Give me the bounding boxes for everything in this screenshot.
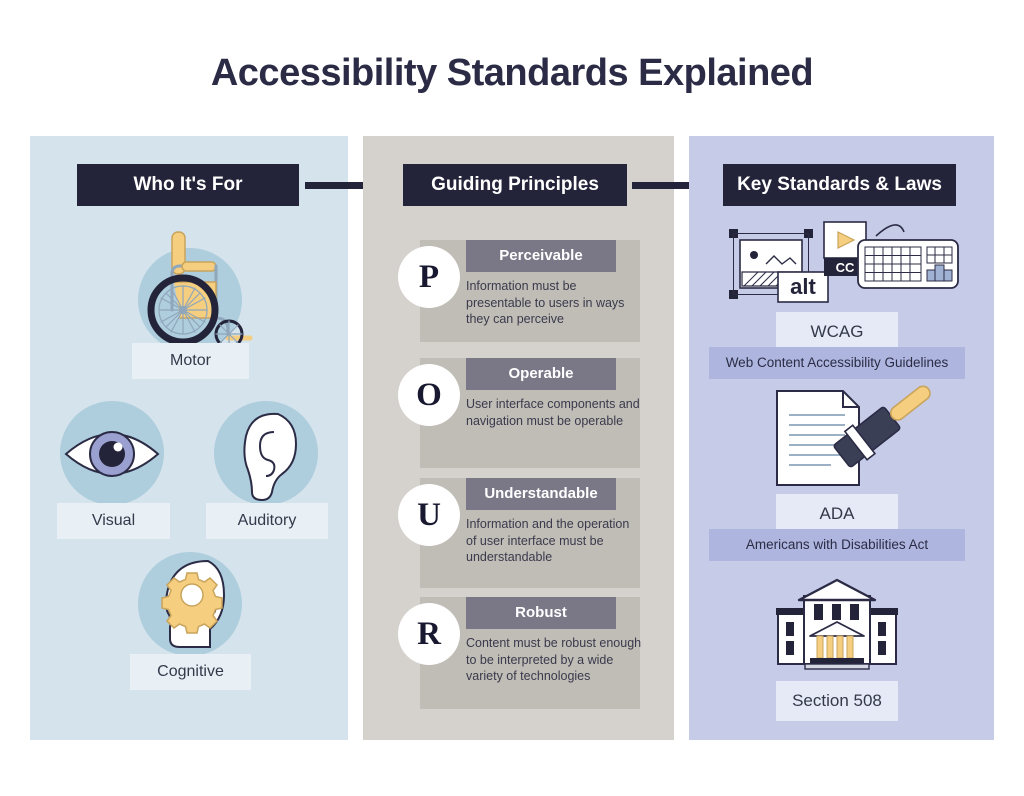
alt-text-captions-keyboard-icon: alt CC [729, 221, 959, 303]
standard-name-section-508: Section 508 [776, 681, 898, 721]
arrow-shaft [632, 182, 710, 189]
banner-who-its-for: Who It's For [77, 164, 299, 206]
alt-tag-label: alt [790, 274, 816, 299]
wheelchair-icon [147, 231, 253, 349]
principle-title-robust: Robust [466, 597, 616, 629]
standard-caption-ada: Americans with Disabilities Act [709, 529, 965, 561]
principle-description-robust: Content must be robust enough to be inte… [466, 636, 642, 683]
audience-label-cognitive: Cognitive [130, 654, 251, 690]
principle-description-operable: User interface components and navigation… [466, 397, 640, 428]
standard-name-wcag: WCAG [776, 312, 898, 352]
principle-description-understandable: Information and the operation of user in… [466, 517, 630, 564]
eye-icon [64, 431, 160, 477]
ear-icon [243, 412, 298, 502]
cc-label: CC [836, 260, 855, 275]
audience-label-auditory: Auditory [206, 503, 328, 539]
audience-label-motor: Motor [132, 343, 249, 379]
principle-letter-r: R [398, 603, 460, 665]
principle-letter-u: U [398, 484, 460, 546]
head-gear-icon [161, 559, 226, 648]
principle-letter-o: O [398, 364, 460, 426]
standard-caption-wcag: Web Content Accessibility Guidelines [709, 347, 965, 379]
principle-title-understandable: Understandable [466, 478, 616, 510]
government-building-icon [776, 578, 898, 670]
document-gavel-icon [776, 385, 931, 486]
banner-guiding-principles: Guiding Principles [403, 164, 627, 206]
banner-key-standards-laws: Key Standards & Laws [723, 164, 956, 206]
principle-title-operable: Operable [466, 358, 616, 390]
principle-letter-p: P [398, 246, 460, 308]
arrow-shaft [305, 182, 385, 189]
principle-title-perceivable: Perceivable [466, 240, 616, 272]
page-title: Accessibility Standards Explained [210, 52, 814, 94]
audience-label-visual: Visual [57, 503, 170, 539]
principle-description-perceivable: Information must be presentable to users… [466, 279, 625, 326]
standard-name-ada: ADA [776, 494, 898, 534]
